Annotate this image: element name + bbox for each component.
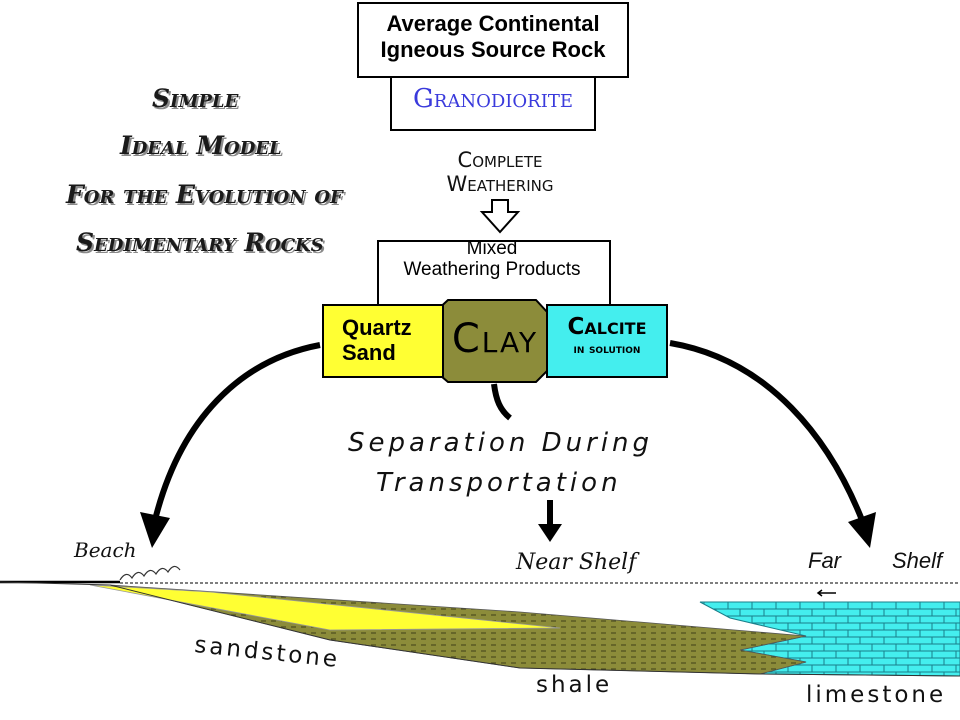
source-line-2: Igneous Source Rock — [380, 37, 606, 62]
weathering-line-2: Weathering — [446, 172, 554, 196]
granodiorite-label: Granodiorite — [413, 84, 573, 114]
source-line-1: Average Continental — [386, 11, 600, 36]
clay-label: Clay — [451, 316, 539, 362]
calcite-box: Calcite in solution — [546, 304, 668, 378]
separation-line-1: Separation During — [348, 428, 654, 458]
far-label: Far — [808, 548, 841, 573]
source-rock-box: Average Continental Igneous Source Rock — [357, 2, 629, 78]
limestone-label: limestone — [806, 682, 947, 708]
weathering-line-1: Complete — [457, 148, 543, 172]
arrow-to-far-shelf-head — [848, 512, 876, 548]
arrow-to-beach — [152, 342, 321, 521]
granodiorite-box: Granodiorite — [390, 76, 596, 131]
near-shelf-label: Near Shelf — [516, 550, 637, 575]
sandstone-wedge — [89, 584, 561, 631]
arrow-from-clay — [491, 383, 512, 421]
mixed-line-1: Mixed — [466, 238, 518, 259]
shale-label: shale — [536, 672, 613, 698]
quartz-line-2: Sand — [342, 340, 396, 365]
seabed-line — [0, 581, 960, 677]
beach-label: Beach — [74, 538, 137, 562]
calcite-line-2: in solution — [573, 342, 641, 357]
mixed-weathering-products-label: Mixed Weathering Products — [376, 238, 608, 280]
mixed-line-2: Weathering Products — [403, 259, 581, 280]
quartz-line-1: Quartz — [342, 315, 412, 340]
arrow-to-near-shelf-head — [538, 524, 562, 542]
separation-line-2: Transportation — [376, 468, 622, 498]
complete-weathering-label: Complete Weathering — [410, 148, 590, 196]
title-line-4: Sedimentary Rocks — [76, 228, 324, 257]
quartz-sand-box: Quartz Sand — [322, 304, 444, 378]
arrow-to-far-shelf — [669, 340, 865, 522]
title-line-2: Ideal Model — [120, 131, 282, 160]
shelf-label: Shelf — [892, 548, 943, 573]
title-line-1: Simple — [152, 84, 239, 113]
surf-waves — [119, 565, 181, 581]
weathering-arrow — [479, 199, 521, 234]
fish-icon — [816, 589, 836, 597]
mixed-products-bracket — [377, 240, 611, 304]
title-line-3: For the Evolution of — [66, 180, 343, 209]
arrow-to-beach-head — [140, 512, 170, 548]
calcite-line-1: Calcite — [567, 314, 647, 340]
